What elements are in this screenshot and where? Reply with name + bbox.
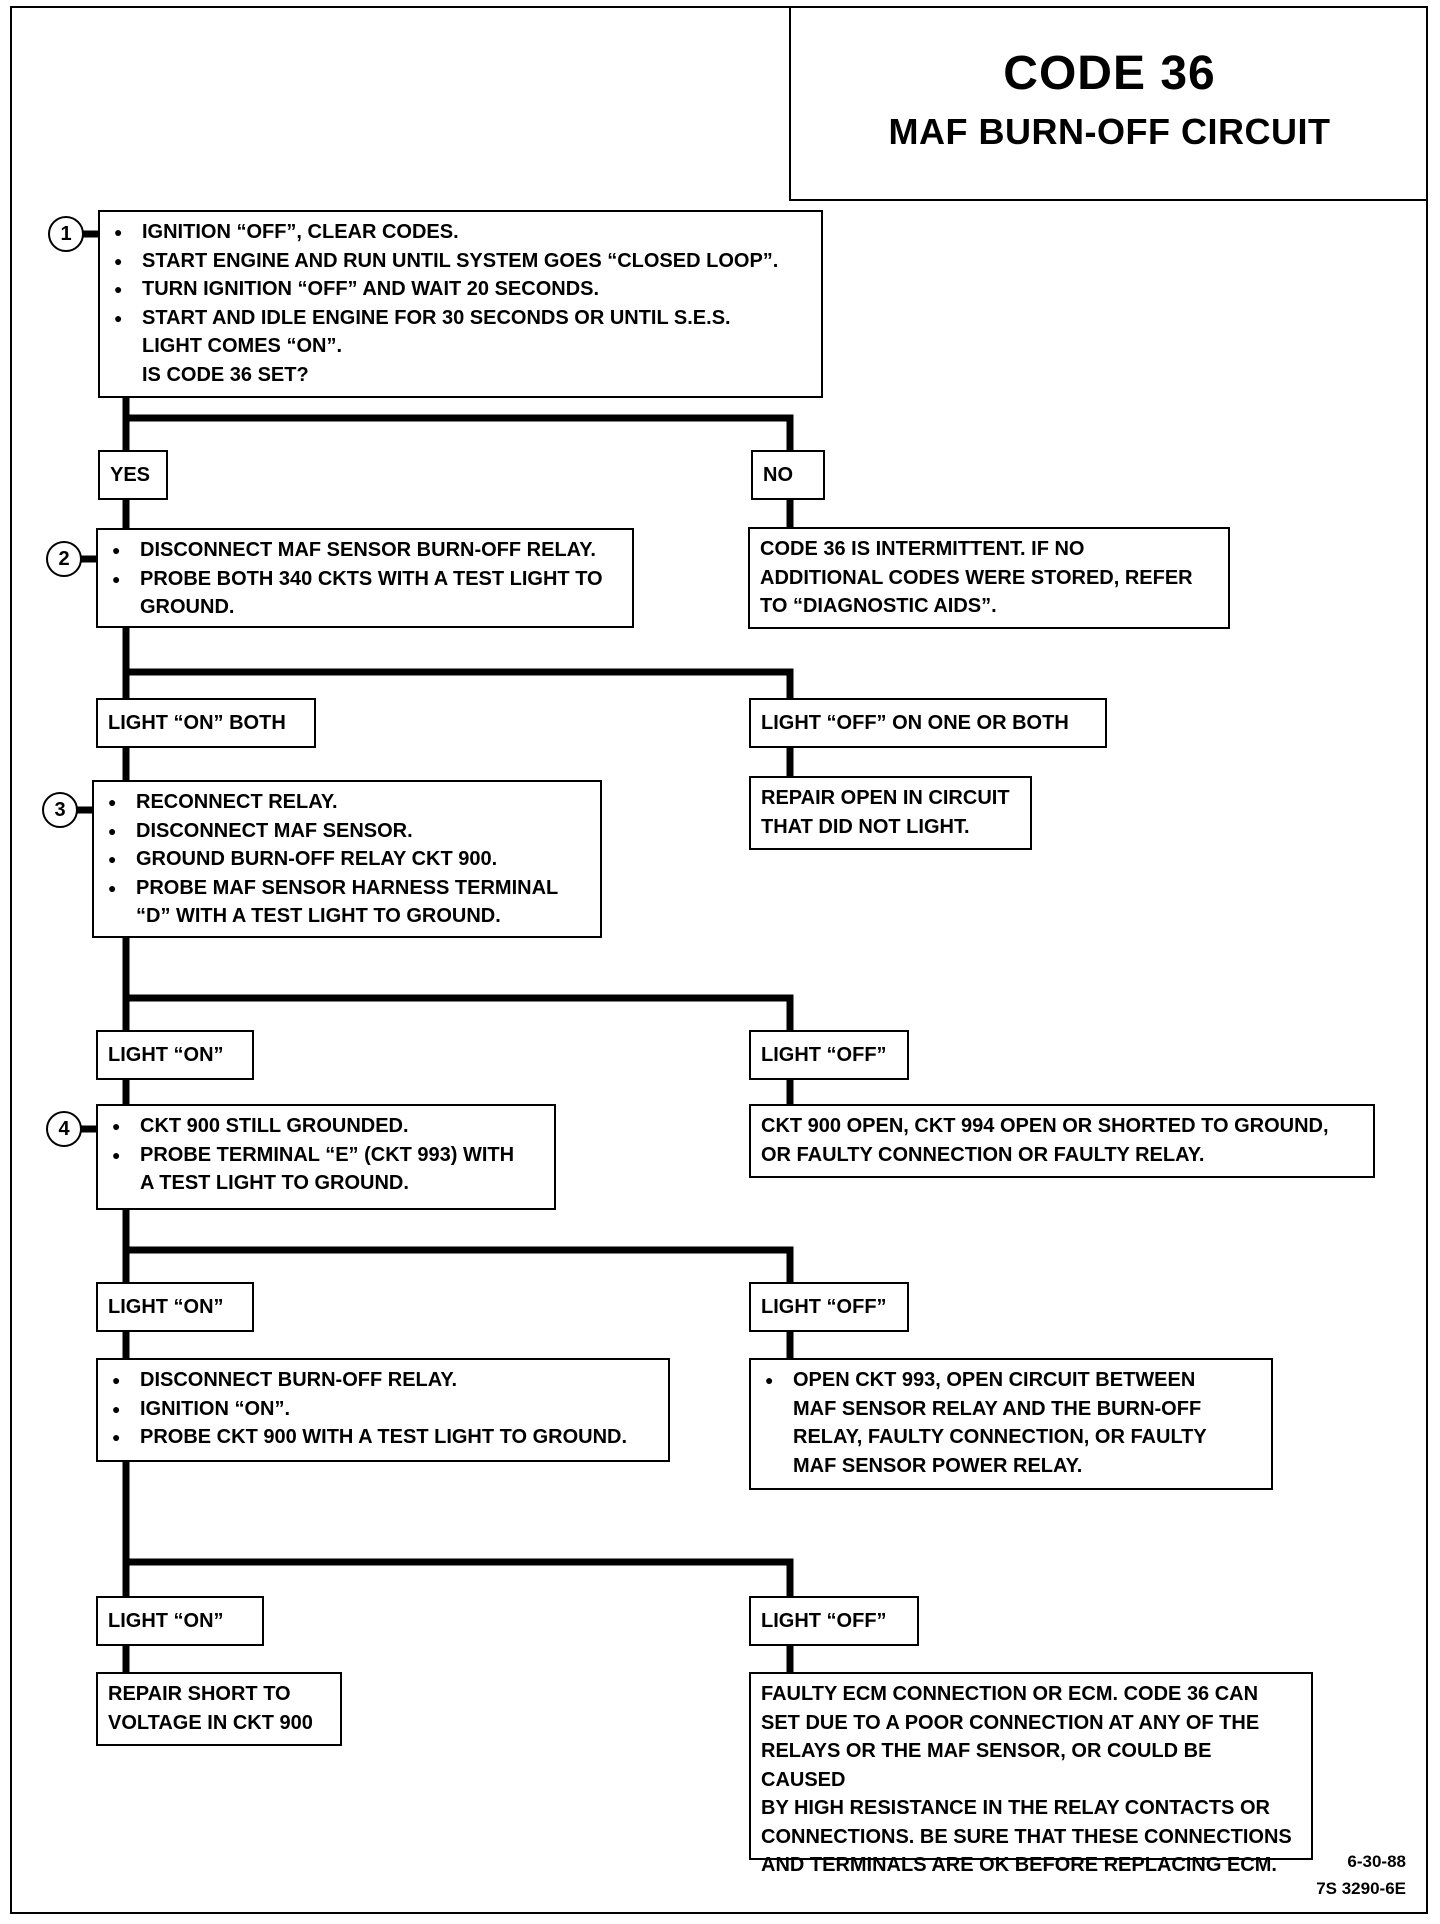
step-number-2: 2 xyxy=(46,541,82,577)
step-number-3: 3 xyxy=(42,792,78,828)
label-no: NO xyxy=(751,450,825,500)
label-light-on-both: LIGHT “ON” BOTH xyxy=(96,698,316,748)
title-block: CODE 36 MAF BURN-OFF CIRCUIT xyxy=(789,6,1428,201)
step-1-line: IGNITION “OFF”, CLEAR CODES. xyxy=(110,218,811,247)
step-2-line: DISCONNECT MAF SENSOR BURN-OFF RELAY. xyxy=(108,536,622,565)
step-3-line: “D” WITH A TEST LIGHT TO GROUND. xyxy=(136,905,501,927)
result-repair-open: REPAIR OPEN IN CIRCUIT THAT DID NOT LIGH… xyxy=(749,776,1032,850)
circuit-subtitle: MAF BURN-OFF CIRCUIT xyxy=(888,111,1331,152)
footer-date: 6-30-88 xyxy=(1347,1852,1406,1871)
label-light-off-step5: LIGHT “OFF” xyxy=(749,1596,919,1646)
result-repair-short: REPAIR SHORT TO VOLTAGE IN CKT 900 xyxy=(96,1672,342,1746)
result-line: THAT DID NOT LIGHT. xyxy=(761,815,970,838)
page-frame xyxy=(10,6,1428,1914)
step-2-line: PROBE BOTH 340 CKTS WITH A TEST LIGHT TO xyxy=(108,565,622,594)
connector-s1 xyxy=(122,391,794,456)
result-line: OR FAULTY CONNECTION OR FAULTY RELAY. xyxy=(761,1143,1205,1166)
step-1-box: IGNITION “OFF”, CLEAR CODES. START ENGIN… xyxy=(98,210,823,398)
result-faulty-ecm: FAULTY ECM CONNECTION OR ECM. CODE 36 CA… xyxy=(749,1672,1313,1876)
result-line: RELAY, FAULTY CONNECTION, OR FAULTY xyxy=(793,1426,1207,1448)
label-light-on-step5: LIGHT “ON” xyxy=(96,1596,264,1646)
result-line: CODE 36 IS INTERMITTENT. IF NO xyxy=(760,538,1085,560)
result-line: BY HIGH RESISTANCE IN THE RELAY CONTACTS… xyxy=(761,1797,1270,1819)
step-1-line: TURN IGNITION “OFF” AND WAIT 20 SECONDS. xyxy=(110,275,811,304)
step-3-line: RECONNECT RELAY. xyxy=(104,788,590,817)
result-line: MAF SENSOR RELAY AND THE BURN-OFF xyxy=(793,1397,1202,1420)
step-number-4: 4 xyxy=(46,1111,82,1147)
step-1-line: START AND IDLE ENGINE FOR 30 SECONDS OR … xyxy=(110,304,811,333)
label-yes: YES xyxy=(98,450,168,500)
result-ckt900-open: CKT 900 OPEN, CKT 994 OPEN OR SHORTED TO… xyxy=(749,1104,1375,1178)
result-line: FAULTY ECM CONNECTION OR ECM. CODE 36 CA… xyxy=(761,1683,1259,1705)
label-light-off-step3: LIGHT “OFF” xyxy=(749,1030,909,1080)
result-line: TO “DIAGNOSTIC AIDS”. xyxy=(760,595,997,617)
step-4-line: A TEST LIGHT TO GROUND. xyxy=(140,1172,409,1194)
result-line: MAF SENSOR POWER RELAY. xyxy=(793,1454,1083,1477)
footer-ref: 6-30-88 7S 3290-6E xyxy=(1316,1848,1406,1902)
result-line: RELAYS OR THE MAF SENSOR, OR COULD BE CA… xyxy=(761,1740,1212,1791)
step-5-line: DISCONNECT BURN-OFF RELAY. xyxy=(108,1366,658,1395)
connector-s5 xyxy=(122,1458,794,1602)
step-3-line: GROUND BURN-OFF RELAY CKT 900. xyxy=(104,845,590,874)
result-line: REPAIR OPEN IN CIRCUIT xyxy=(761,787,1010,809)
step-2-box: DISCONNECT MAF SENSOR BURN-OFF RELAY. PR… xyxy=(96,528,634,628)
result-line: VOLTAGE IN CKT 900 xyxy=(108,1711,313,1734)
connector-s4 xyxy=(122,1206,794,1288)
step-4-box: CKT 900 STILL GROUNDED. PROBE TERMINAL “… xyxy=(96,1104,556,1210)
step-number-1: 1 xyxy=(48,216,84,252)
step-3-line: PROBE MAF SENSOR HARNESS TERMINAL xyxy=(104,874,590,903)
connector-s3 xyxy=(122,934,794,1036)
step-5-line: IGNITION “ON”. xyxy=(108,1395,658,1424)
step-3-box: RECONNECT RELAY. DISCONNECT MAF SENSOR. … xyxy=(92,780,602,938)
step-2-line: GROUND. xyxy=(140,596,235,618)
step-1-line: START ENGINE AND RUN UNTIL SYSTEM GOES “… xyxy=(110,247,811,276)
result-open-ckt993: OPEN CKT 993, OPEN CIRCUIT BETWEEN MAF S… xyxy=(749,1358,1273,1490)
connector-s2 xyxy=(122,624,794,702)
step-3-line: DISCONNECT MAF SENSOR. xyxy=(104,817,590,846)
step-1-question: IS CODE 36 SET? xyxy=(142,363,309,386)
footer-doc-number: 7S 3290-6E xyxy=(1316,1879,1406,1898)
result-intermittent: CODE 36 IS INTERMITTENT. IF NO ADDITIONA… xyxy=(748,527,1230,629)
step-5-box: DISCONNECT BURN-OFF RELAY. IGNITION “ON”… xyxy=(96,1358,670,1462)
result-line: SET DUE TO A POOR CONNECTION AT ANY OF T… xyxy=(761,1711,1260,1734)
label-light-off-one-or-both: LIGHT “OFF” ON ONE OR BOTH xyxy=(749,698,1107,748)
step-4-line: CKT 900 STILL GROUNDED. xyxy=(108,1112,544,1141)
result-line: CKT 900 OPEN, CKT 994 OPEN OR SHORTED TO… xyxy=(761,1115,1329,1137)
step-5-line: PROBE CKT 900 WITH A TEST LIGHT TO GROUN… xyxy=(108,1423,658,1452)
label-light-on-step4: LIGHT “ON” xyxy=(96,1282,254,1332)
result-line: CONNECTIONS. BE SURE THAT THESE CONNECTI… xyxy=(761,1825,1292,1848)
label-light-off-step4: LIGHT “OFF” xyxy=(749,1282,909,1332)
result-line: REPAIR SHORT TO xyxy=(108,1683,291,1705)
step-1-line: LIGHT COMES “ON”. xyxy=(142,335,342,357)
result-line: ADDITIONAL CODES WERE STORED, REFER xyxy=(760,566,1193,589)
label-light-on-step3: LIGHT “ON” xyxy=(96,1030,254,1080)
result-line: OPEN CKT 993, OPEN CIRCUIT BETWEEN xyxy=(761,1366,1261,1395)
step-4-line: PROBE TERMINAL “E” (CKT 993) WITH xyxy=(108,1141,544,1170)
code-title: CODE 36 xyxy=(1003,47,1216,100)
result-line: AND TERMINALS ARE OK BEFORE REPLACING EC… xyxy=(761,1854,1277,1876)
